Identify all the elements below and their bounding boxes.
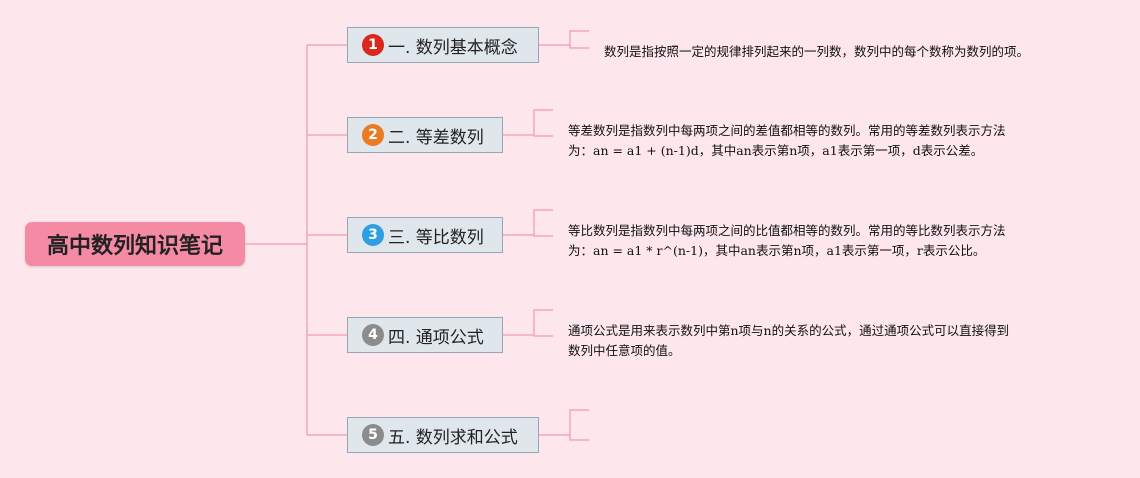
detail-bracket-2 bbox=[503, 109, 553, 137]
topic-label: 一. 数列基本概念 bbox=[388, 37, 518, 58]
topic-2-description: 等差数列是指数列中每两项之间的差值都相等的数列。常用的等差数列表示方法 为：an… bbox=[568, 121, 1088, 161]
detail-bracket-5 bbox=[539, 409, 589, 441]
number-3-badge-icon: 3 bbox=[362, 224, 384, 246]
number-5-badge-icon: 5 bbox=[362, 424, 384, 446]
number-1-badge-icon: 1 bbox=[362, 34, 384, 56]
detail-bracket-4 bbox=[503, 309, 553, 337]
description-line: 为：an = a1 + (n-1)d，其中an表示第n项，a1表示第一项，d表示… bbox=[568, 143, 984, 158]
topic-node-1[interactable]: 1 一. 数列基本概念 bbox=[347, 27, 539, 63]
topic-label: 二. 等差数列 bbox=[388, 127, 484, 148]
topic-node-2[interactable]: 2 二. 等差数列 bbox=[347, 117, 503, 153]
description-line: 数列中任意项的值。 bbox=[568, 343, 681, 358]
detail-bracket-1 bbox=[539, 30, 589, 49]
number-4-badge-icon: 4 bbox=[362, 324, 384, 346]
description-line: 等差数列是指数列中每两项之间的差值都相等的数列。常用的等差数列表示方法 bbox=[568, 123, 1006, 138]
number-2-badge-icon: 2 bbox=[362, 124, 384, 146]
description-line: 为：an = a1 * r^(n-1)，其中an表示第n项，a1表示第一项，r表… bbox=[568, 243, 986, 258]
description-line: 通项公式是用来表示数列中第n项与n的关系的公式，通过通项公式可以直接得到 bbox=[568, 323, 1010, 338]
topic-label: 三. 等比数列 bbox=[388, 227, 484, 248]
topic-4-description: 通项公式是用来表示数列中第n项与n的关系的公式，通过通项公式可以直接得到 数列中… bbox=[568, 321, 1088, 361]
topic-1-description: 数列是指按照一定的规律排列起来的一列数，数列中的每个数称为数列的项。 bbox=[604, 42, 1094, 62]
topic-node-3[interactable]: 3 三. 等比数列 bbox=[347, 217, 503, 253]
description-line: 数列是指按照一定的规律排列起来的一列数，数列中的每个数称为数列的项。 bbox=[604, 44, 1030, 59]
topic-node-5[interactable]: 5 五. 数列求和公式 bbox=[347, 417, 539, 453]
topic-node-4[interactable]: 4 四. 通项公式 bbox=[347, 317, 503, 353]
topic-label: 四. 通项公式 bbox=[388, 327, 484, 348]
description-line: 等比数列是指数列中每两项之间的比值都相等的数列。常用的等比数列表示方法 bbox=[568, 223, 1006, 238]
topic-3-description: 等比数列是指数列中每两项之间的比值都相等的数列。常用的等比数列表示方法 为：an… bbox=[568, 221, 1088, 261]
detail-bracket-3 bbox=[503, 209, 553, 237]
root-node[interactable]: 高中数列知识笔记 bbox=[25, 222, 245, 266]
topic-label: 五. 数列求和公式 bbox=[388, 427, 518, 448]
